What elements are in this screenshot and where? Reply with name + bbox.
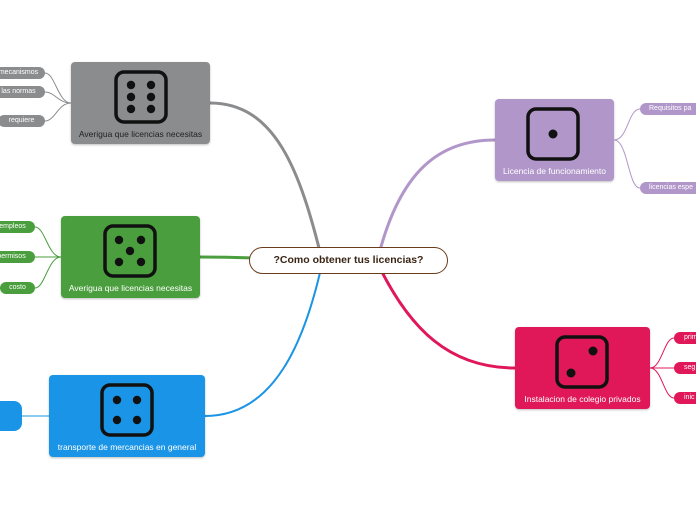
dice-four-icon xyxy=(100,383,154,437)
branch-pink xyxy=(376,263,516,370)
topic-averigua-green[interactable]: Averigua que licencias necesitas xyxy=(61,216,200,298)
subtopic-licencias-especiales[interactable]: licencias espe xyxy=(640,182,696,194)
dice-two-icon xyxy=(555,335,609,389)
topic-label: Averigua que licencias necesitas xyxy=(68,283,193,293)
subtopic-secundaria[interactable]: seg xyxy=(674,362,696,374)
central-topic[interactable]: ?Como obtener tus licencias? xyxy=(249,247,448,274)
topic-transporte-blue[interactable]: transporte de mercancias en general xyxy=(49,375,205,457)
topic-licencia-purple[interactable]: Licencia de funcionamiento xyxy=(495,99,614,181)
subtopic-primaria[interactable]: prim xyxy=(674,332,696,344)
topic-label: transporte de mercancias en general xyxy=(57,442,197,452)
subtopic-permisos[interactable]: permisos xyxy=(0,251,35,263)
subtopic-costo[interactable]: costo xyxy=(0,282,35,294)
dice-five-icon xyxy=(103,224,157,278)
topic-label: Averigua que licencias necesitas xyxy=(78,129,203,139)
topic-colegio-pink[interactable]: Instalacion de colegio privados xyxy=(515,327,650,409)
branch-gray xyxy=(209,101,324,261)
subtopic-blue-partial[interactable] xyxy=(0,401,22,431)
dice-one-icon xyxy=(526,107,580,161)
subtopic-mecanismos[interactable]: mecanismos xyxy=(0,67,45,79)
branch-blue xyxy=(204,263,323,417)
subtopic-las-normas[interactable]: las normas xyxy=(0,86,45,98)
dice-six-icon xyxy=(114,70,168,124)
topic-averigua-gray[interactable]: Averigua que licencias necesitas xyxy=(71,62,210,144)
topic-label: Licencia de funcionamiento xyxy=(502,166,606,176)
subtopic-empleos[interactable]: empleos xyxy=(0,221,35,233)
branch-purple xyxy=(376,138,496,259)
subtopic-requiere[interactable]: requiere xyxy=(0,115,45,127)
subtopic-inicial[interactable]: inic xyxy=(674,392,696,404)
subtopic-requisitos[interactable]: Requisitos pa xyxy=(640,103,696,115)
topic-label: Instalacion de colegio privados xyxy=(524,394,641,404)
